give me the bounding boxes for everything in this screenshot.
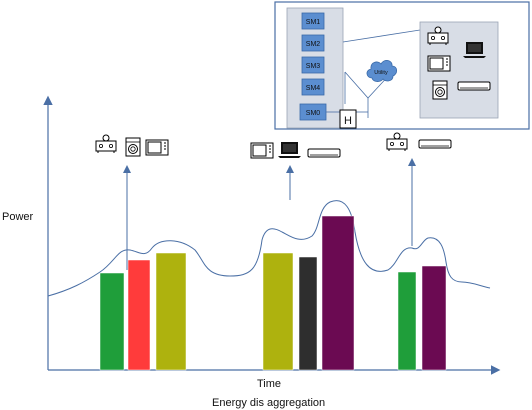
bar bbox=[127, 259, 151, 371]
smart-meter-label: SM2 bbox=[306, 41, 321, 48]
bar bbox=[262, 252, 294, 371]
smart-meter-box bbox=[301, 56, 325, 74]
smart-meter-box bbox=[301, 12, 325, 30]
air-conditioner-icon bbox=[307, 148, 341, 158]
smart-meter-label: SM4 bbox=[306, 85, 321, 92]
smart-meter-label: SM0 bbox=[306, 110, 321, 117]
x-axis-label: Time bbox=[257, 378, 281, 390]
stove-icon bbox=[386, 132, 408, 152]
washing-machine-icon bbox=[432, 80, 448, 100]
house-box bbox=[339, 109, 357, 129]
bar bbox=[421, 265, 447, 371]
house-label: H bbox=[344, 115, 352, 127]
air-conditioner-icon bbox=[457, 81, 491, 91]
bar bbox=[397, 271, 417, 371]
microwave-icon bbox=[250, 142, 274, 159]
smart-meter-box bbox=[301, 78, 325, 96]
bar bbox=[99, 272, 125, 371]
laptop-icon bbox=[278, 142, 301, 158]
washing-machine-icon bbox=[125, 137, 141, 157]
power-curve bbox=[47, 200, 491, 297]
microwave-icon bbox=[145, 139, 169, 156]
smart-meter-label: SM3 bbox=[306, 63, 321, 70]
caption: Energy dis aggregation bbox=[212, 397, 325, 409]
microwave-icon bbox=[427, 55, 451, 72]
bar bbox=[321, 215, 355, 371]
utility-label: Utility bbox=[374, 70, 388, 76]
bar bbox=[155, 252, 187, 371]
smart-meter-label: SM1 bbox=[306, 19, 321, 26]
smart-meter-box bbox=[301, 34, 325, 52]
bar bbox=[298, 256, 318, 371]
stove-icon bbox=[95, 134, 117, 154]
utility-cloud bbox=[366, 60, 398, 82]
air-conditioner-icon bbox=[418, 139, 452, 149]
y-axis-label: Power bbox=[2, 211, 34, 223]
network-inset: SM1 SM2 SM3 SM4 SM0 H Utility bbox=[274, 1, 530, 130]
